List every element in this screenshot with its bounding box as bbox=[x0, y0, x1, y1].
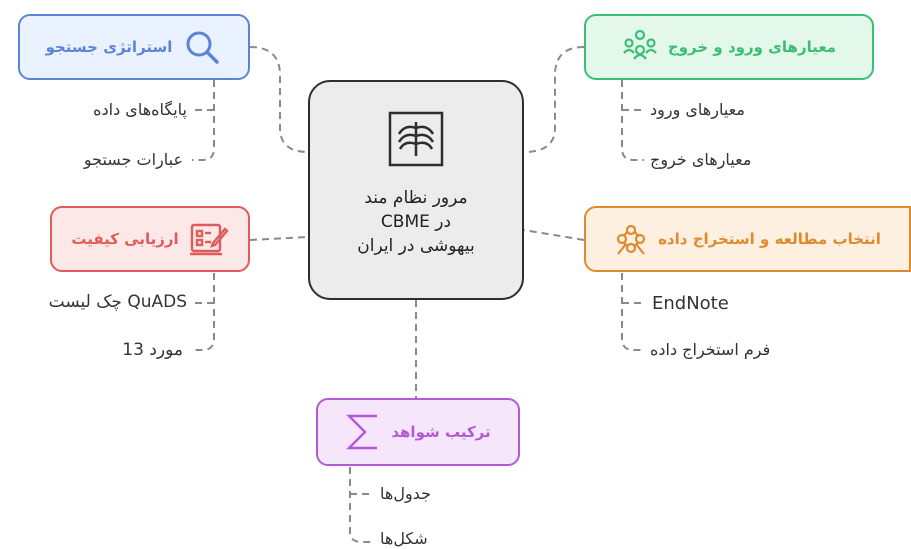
magnifier-handle bbox=[205, 50, 220, 64]
leaf-connector-quality bbox=[192, 273, 215, 351]
branch-selection: انتخاب مطالعه و استخراج داده bbox=[584, 206, 911, 272]
data-nodes-icon bbox=[614, 222, 648, 256]
branch-synthesis: ترکیب شواهد bbox=[316, 398, 520, 466]
leaf-connector-criteria bbox=[621, 80, 644, 161]
branch-criteria-label: معیارهای ورود و خروج bbox=[667, 38, 837, 56]
connector-search bbox=[249, 46, 309, 153]
branch-quality-label: ارزیابی کیفیت bbox=[71, 230, 179, 248]
connector-quality bbox=[249, 236, 309, 241]
leaf-quads-checklist: QuADS چک لیست bbox=[48, 292, 187, 312]
leaf-13-items: مورد 13 bbox=[122, 340, 183, 360]
people-network-icon bbox=[622, 29, 658, 65]
branch-quality: ارزیابی کیفیت bbox=[50, 206, 250, 272]
leaf-endnote: EndNote bbox=[652, 293, 729, 314]
leaf-figures: شکل‌ها bbox=[380, 529, 428, 548]
center-topic: مرور نظام مند در CBME بیهوشی در ایران bbox=[308, 80, 524, 300]
leaf-exclusion: معیارهای خروج bbox=[650, 150, 752, 169]
xray-ribcage-icon bbox=[387, 110, 445, 172]
branch-selection-label: انتخاب مطالعه و استخراج داده bbox=[658, 230, 881, 248]
leaf-extraction-form: فرم استخراج داده bbox=[650, 340, 771, 359]
leaf-connector-search bbox=[192, 80, 215, 161]
branch-search-label: استراتژی جستجو bbox=[45, 38, 173, 56]
leaf-search-databases: پایگاه‌های داده bbox=[93, 100, 187, 119]
branch-criteria: معیارهای ورود و خروج bbox=[584, 14, 874, 80]
leaf-connector-synthesis bbox=[349, 467, 374, 543]
leaf-search-terms: عبارات جستجو bbox=[83, 150, 183, 169]
center-title: مرور نظام مند در CBME بیهوشی در ایران bbox=[357, 188, 475, 256]
sigma-icon bbox=[345, 412, 381, 452]
leaf-inclusion: معیارهای ورود bbox=[650, 100, 745, 119]
leaf-tables: جدول‌ها bbox=[380, 484, 431, 503]
connector-selection bbox=[523, 229, 585, 241]
checklist-icon bbox=[189, 221, 229, 257]
branch-synthesis-label: ترکیب شواهد bbox=[391, 423, 491, 441]
connector-criteria bbox=[523, 46, 585, 153]
magnifier-lens bbox=[186, 31, 212, 57]
magnifier-icon bbox=[182, 27, 222, 67]
branch-search-strategy: استراتژی جستجو bbox=[18, 14, 250, 80]
leaf-connector-selection bbox=[621, 273, 644, 351]
